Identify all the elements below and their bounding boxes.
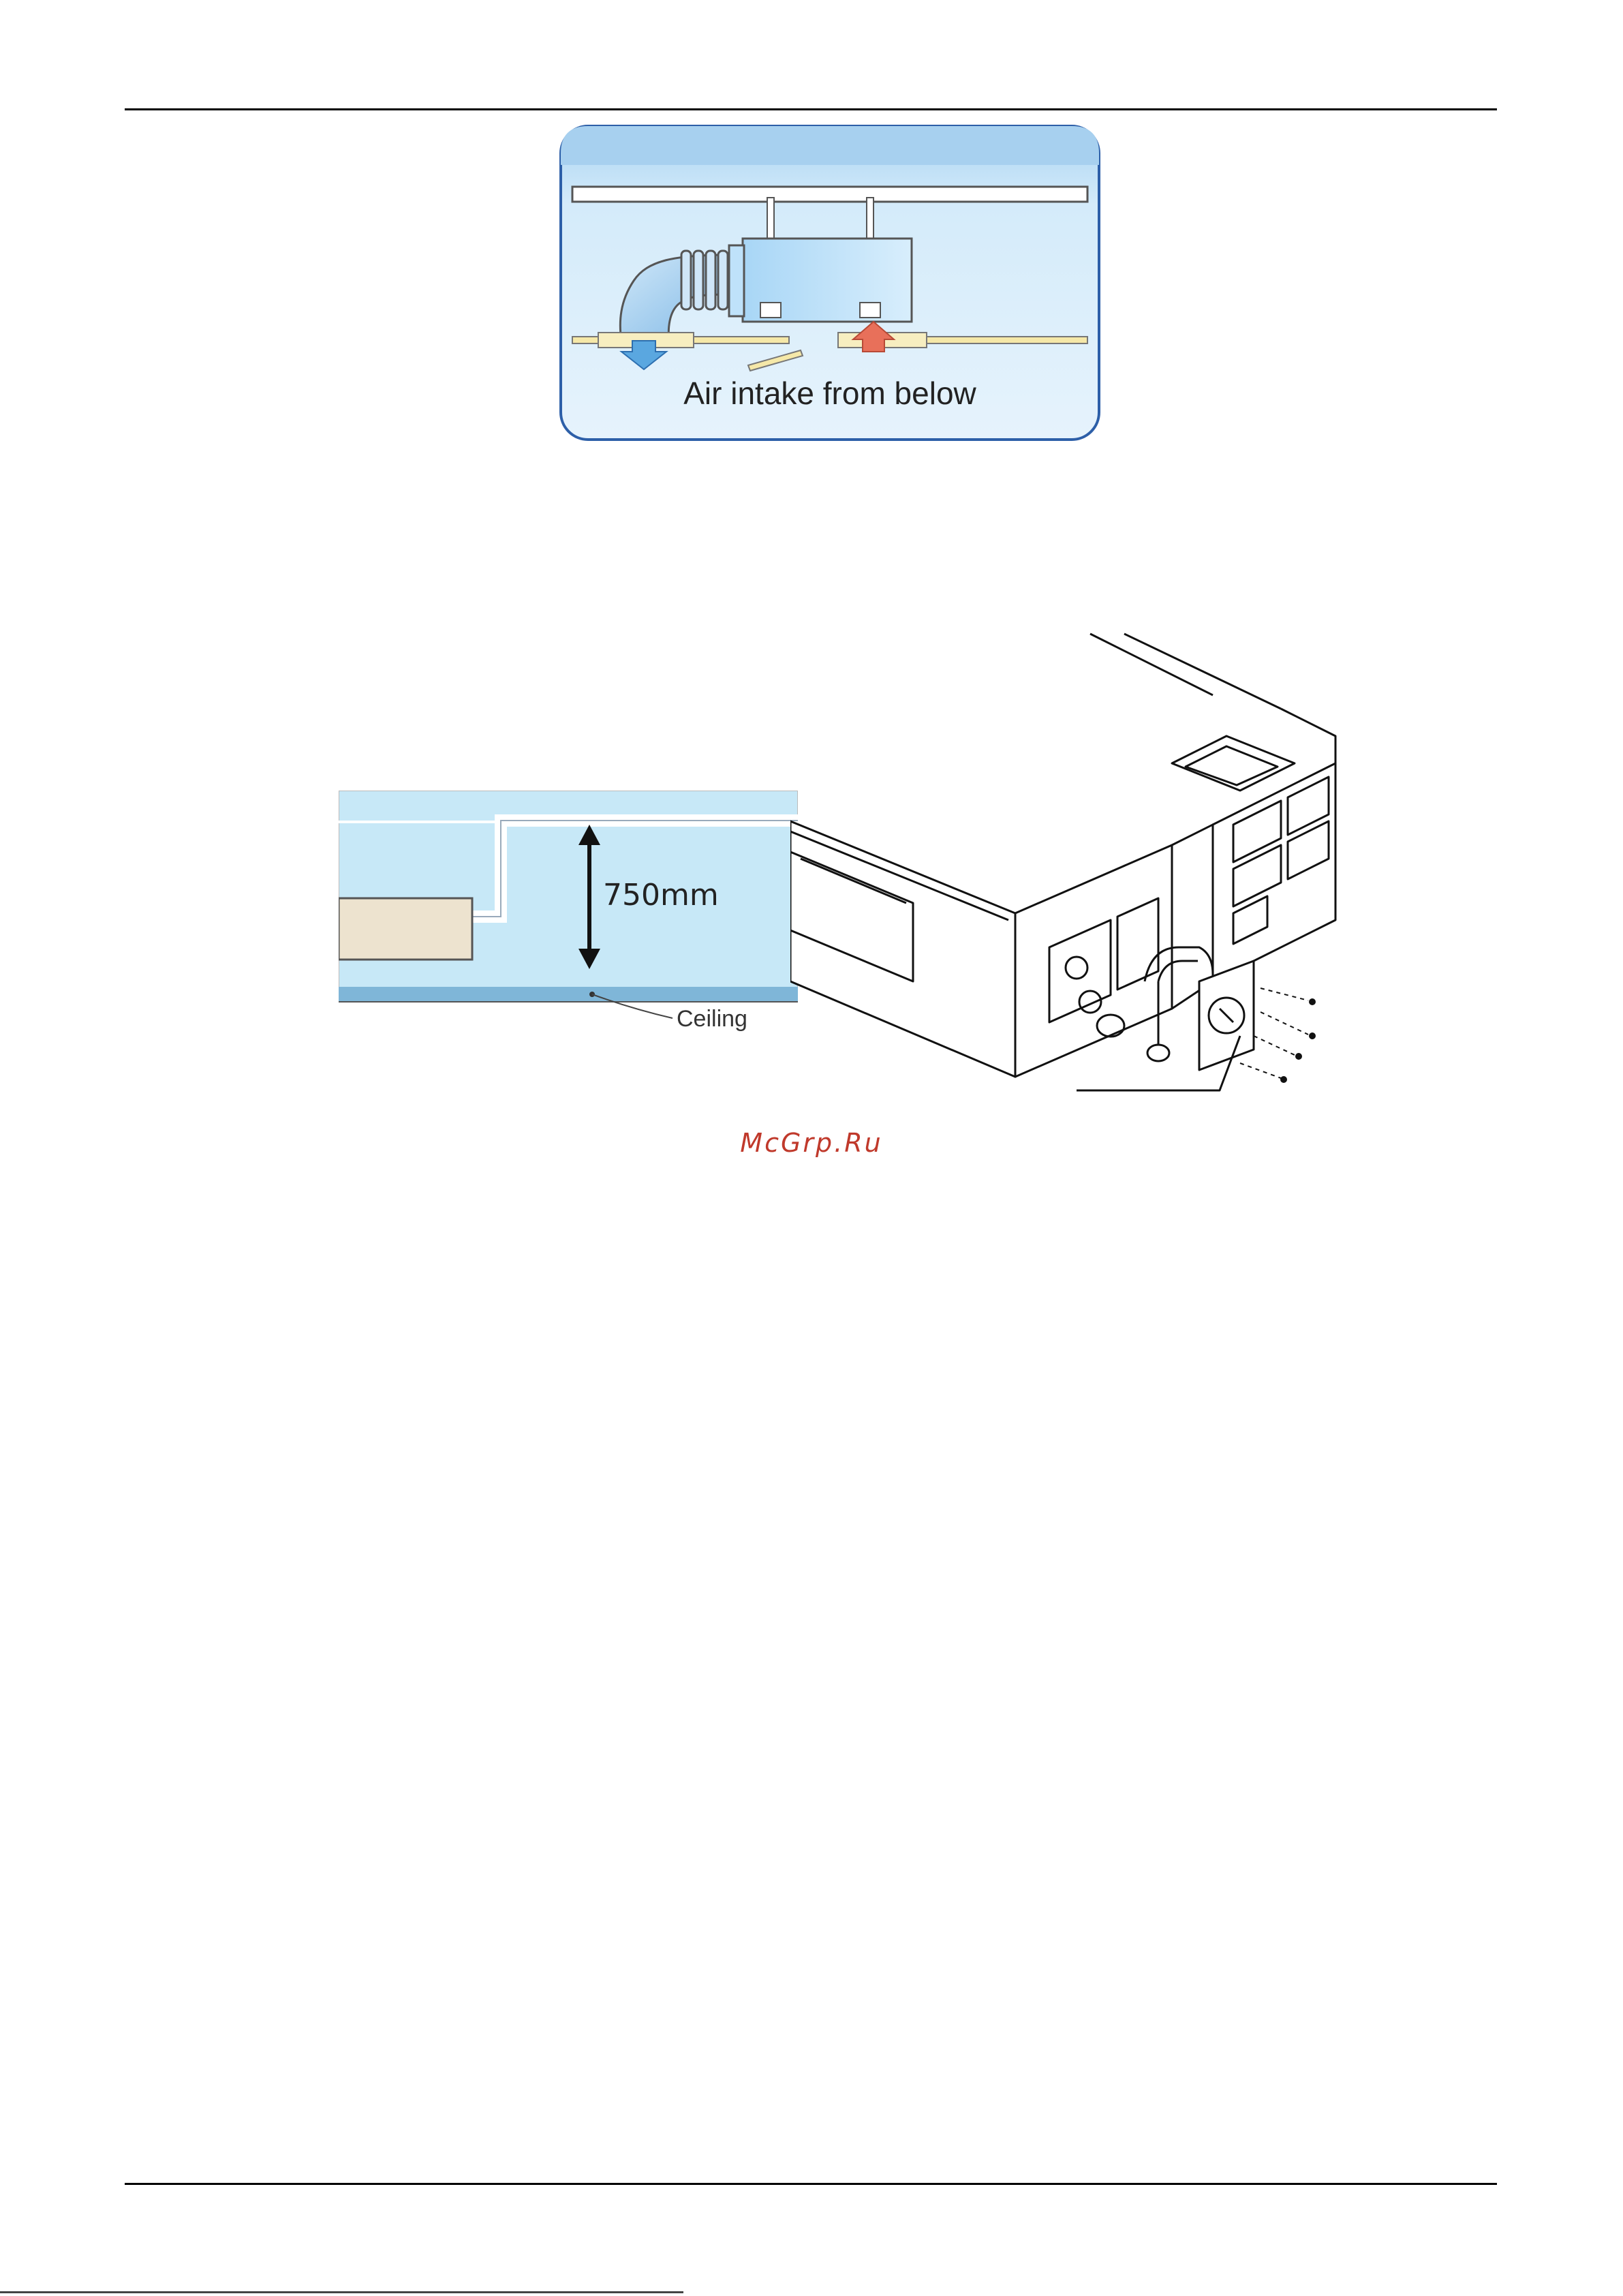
watermark: McGrp.Ru xyxy=(0,1128,1623,1158)
air-intake-caption: Air intake from below xyxy=(559,375,1101,412)
footer-rule xyxy=(125,2183,1497,2185)
unit-line-drawing xyxy=(790,627,1390,1104)
ceiling-clearance-figure: 750mm Ceiling xyxy=(339,791,798,1050)
header-rule xyxy=(125,108,1497,110)
clearance-dimension: 750mm xyxy=(603,878,719,913)
ceiling-label: Ceiling xyxy=(677,1006,747,1032)
unit-drawing-figure xyxy=(790,627,1390,1104)
air-intake-figure: Air intake from below xyxy=(559,124,1101,442)
footer-stub-rule xyxy=(0,2291,683,2293)
